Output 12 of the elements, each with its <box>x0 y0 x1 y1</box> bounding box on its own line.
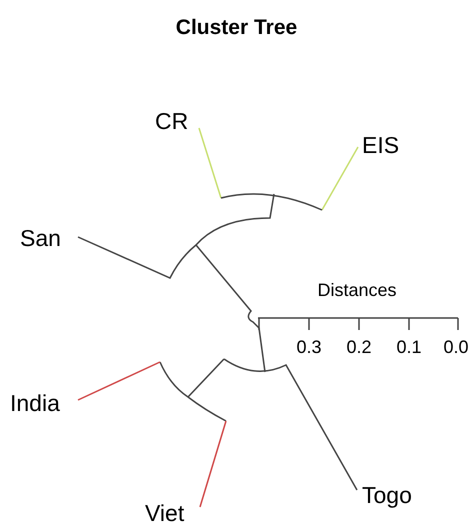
leaf-label: San <box>20 227 61 250</box>
leaf-label: CR <box>155 110 188 133</box>
leaf-label: India <box>10 392 60 415</box>
axis-title: Distances <box>318 281 397 299</box>
leaf-label: Togo <box>362 484 412 507</box>
chart-title: Cluster Tree <box>174 16 298 40</box>
leaf-label: Viet <box>145 502 184 523</box>
tick-label: 0.1 <box>396 338 422 356</box>
tick-label: 0.3 <box>296 338 322 356</box>
tick-label: 0.2 <box>346 338 372 356</box>
leaf-label: EIS <box>362 134 400 157</box>
tick-label: 0.0 <box>444 338 469 356</box>
